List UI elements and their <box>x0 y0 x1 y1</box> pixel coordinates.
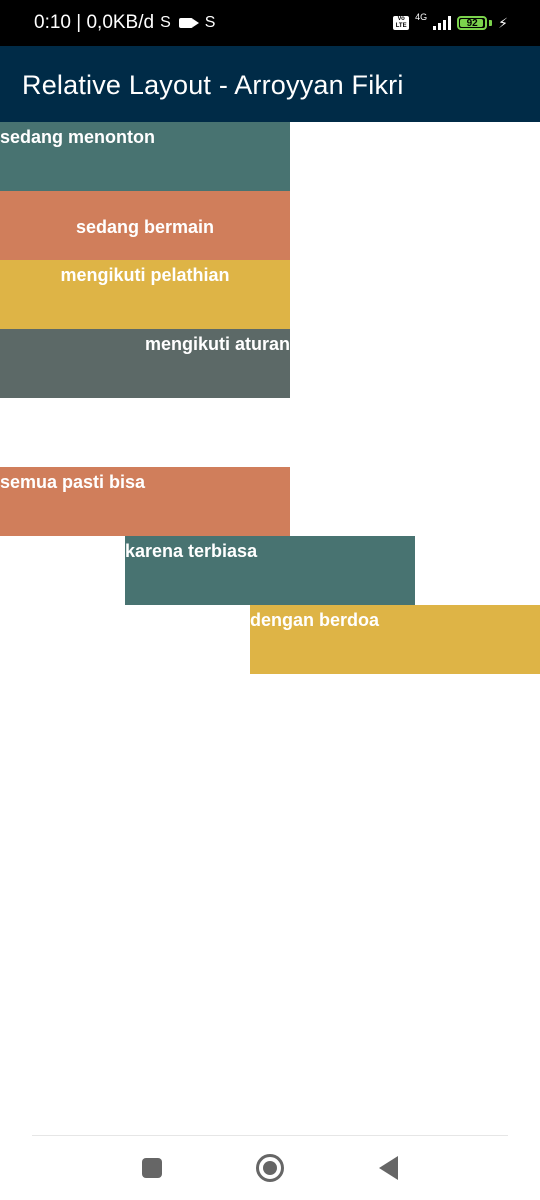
block-karena-terbiasa: karena terbiasa <box>125 536 415 605</box>
block-label: mengikuti pelathian <box>60 265 230 285</box>
battery-tip <box>489 20 493 26</box>
status-bar: 0:10 | 0,0KB/d S S Vo LTE 4G 92 ⚡ <box>0 0 540 46</box>
s-icon: S <box>204 14 216 31</box>
battery-icon: 92 <box>457 16 488 30</box>
block-semua-pasti-bisa: semua pasti bisa <box>0 467 290 536</box>
signal-icon <box>433 16 452 30</box>
block-dengan-berdoa: dengan berdoa <box>250 605 540 674</box>
block-sedang-bermain: sedang bermain <box>0 191 290 260</box>
app-bar: Relative Layout - Arroyyan Fikri <box>0 46 540 122</box>
home-circle-icon[interactable] <box>256 1154 284 1182</box>
block-sedang-menonton: sedang menonton <box>0 122 290 191</box>
block-label: karena terbiasa <box>125 541 258 561</box>
video-camera-icon <box>178 18 199 28</box>
charging-bolt-icon: ⚡ <box>498 14 508 31</box>
recents-square-icon[interactable] <box>142 1158 162 1178</box>
battery-level: 92 <box>466 17 478 29</box>
status-right: Vo LTE 4G 92 ⚡ <box>393 0 508 46</box>
status-time: 0:10 | 0,0KB/d <box>34 12 155 33</box>
navigation-bar <box>0 1136 540 1200</box>
block-label: sedang menonton <box>0 127 156 147</box>
app-title: Relative Layout - Arroyyan Fikri <box>22 70 404 100</box>
nav-divider <box>32 1135 508 1136</box>
block-label: sedang bermain <box>75 217 215 237</box>
block-label: dengan berdoa <box>250 610 380 630</box>
status-left: 0:10 | 0,0KB/d S S <box>34 0 215 46</box>
network-label: 4G <box>415 12 428 22</box>
volte-icon: Vo LTE <box>393 16 410 30</box>
block-label: semua pasti bisa <box>0 472 146 492</box>
back-triangle-icon[interactable] <box>379 1156 398 1180</box>
block-mengikuti-aturan: mengikuti aturan <box>0 329 290 398</box>
block-label: mengikuti aturan <box>144 334 290 354</box>
s-icon: S <box>160 14 171 31</box>
block-mengikuti-pelathian: mengikuti pelathian <box>0 260 290 329</box>
